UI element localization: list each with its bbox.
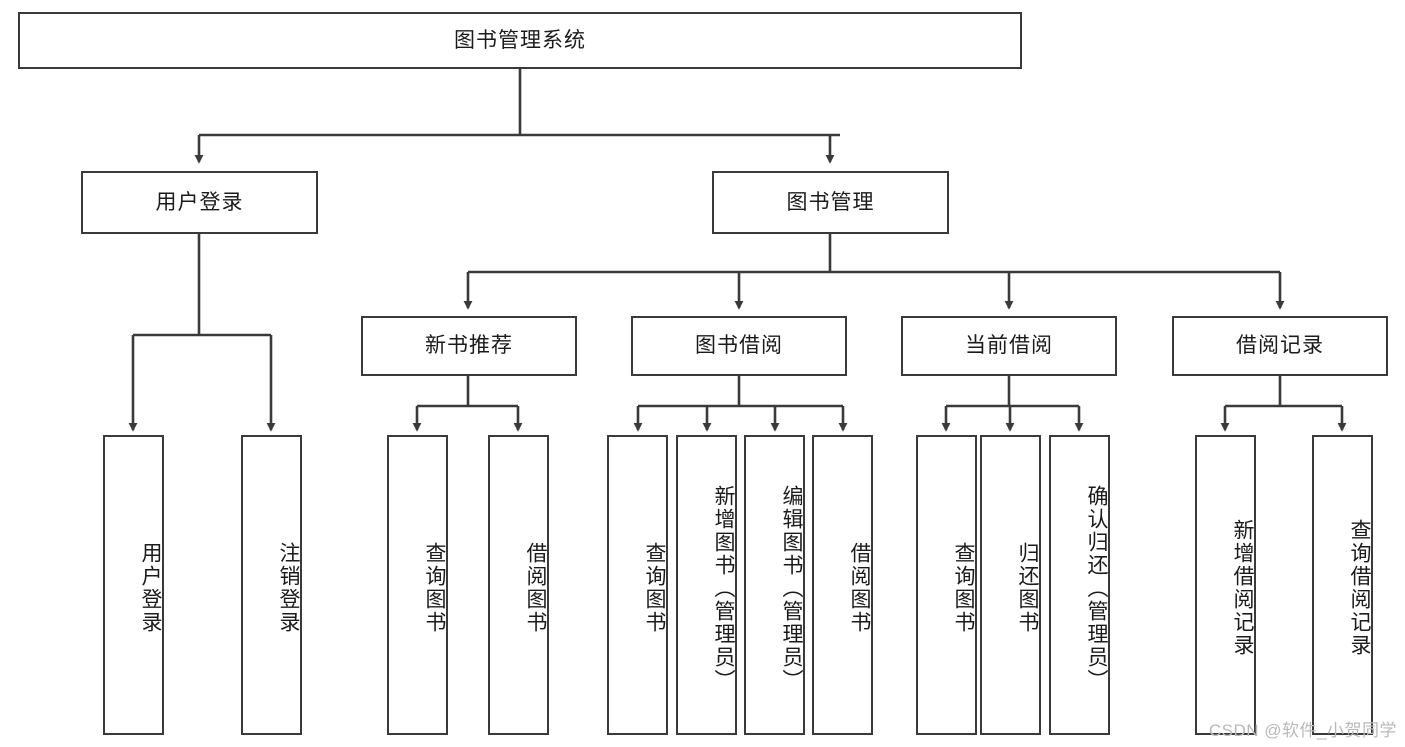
leaf-logout-label: 注销登录: [277, 542, 300, 634]
leaf-borrow-book-nb[interactable]: 借阅图书: [488, 435, 549, 735]
node-root-system-label: 图书管理系统: [454, 28, 586, 52]
leaf-query-book-bb[interactable]: 查询图书: [607, 435, 668, 735]
leaf-add-borrow-record-label: 新增借阅记录: [1231, 519, 1254, 657]
node-borrow-record-label: 借阅记录: [1236, 334, 1324, 358]
leaf-confirm-return-admin[interactable]: 确认归还（管理员）: [1049, 435, 1110, 735]
leaf-borrow-book-nb-label: 借阅图书: [524, 542, 547, 634]
leaf-query-book-bb-label: 查询图书: [643, 542, 666, 634]
leaf-logout[interactable]: 注销登录: [241, 435, 302, 735]
leaf-edit-book-admin[interactable]: 编辑图书（管理员）: [744, 435, 805, 735]
leaf-borrow-book-bb[interactable]: 借阅图书: [812, 435, 873, 735]
node-user-login-label: 用户登录: [155, 190, 244, 214]
leaf-query-borrow-record[interactable]: 查询借阅记录: [1312, 435, 1373, 735]
leaf-user-login-label: 用户登录: [139, 542, 162, 634]
node-root-system[interactable]: 图书管理系统: [18, 12, 1022, 69]
leaf-return-book-label: 归还图书: [1016, 542, 1039, 634]
node-new-book-recommend-label: 新书推荐: [425, 334, 513, 358]
leaf-add-book-admin-label: 新增图书（管理员）: [712, 484, 735, 692]
leaf-query-book-cb[interactable]: 查询图书: [916, 435, 977, 735]
leaf-user-login[interactable]: 用户登录: [103, 435, 164, 735]
leaf-query-book-nb-label: 查询图书: [423, 542, 446, 634]
node-current-borrow-label: 当前借阅: [965, 334, 1053, 358]
node-book-management[interactable]: 图书管理: [712, 171, 949, 234]
node-new-book-recommend[interactable]: 新书推荐: [361, 316, 577, 376]
leaf-query-book-nb[interactable]: 查询图书: [387, 435, 448, 735]
leaf-return-book[interactable]: 归还图书: [980, 435, 1041, 735]
node-book-management-label: 图书管理: [786, 190, 875, 214]
node-book-borrow[interactable]: 图书借阅: [631, 316, 847, 376]
leaf-confirm-return-admin-label: 确认归还（管理员）: [1085, 484, 1108, 692]
leaf-query-book-cb-label: 查询图书: [952, 542, 975, 634]
node-current-borrow[interactable]: 当前借阅: [901, 316, 1117, 376]
leaf-add-borrow-record[interactable]: 新增借阅记录: [1195, 435, 1256, 735]
leaf-edit-book-admin-label: 编辑图书（管理员）: [780, 484, 803, 692]
node-user-login[interactable]: 用户登录: [81, 171, 318, 234]
leaf-query-borrow-record-label: 查询借阅记录: [1348, 519, 1371, 657]
node-book-borrow-label: 图书借阅: [695, 334, 783, 358]
leaf-borrow-book-bb-label: 借阅图书: [848, 542, 871, 634]
node-borrow-record[interactable]: 借阅记录: [1172, 316, 1388, 376]
leaf-add-book-admin[interactable]: 新增图书（管理员）: [676, 435, 737, 735]
csdn-watermark: CSDN @软件_小贺同学: [1208, 721, 1397, 740]
